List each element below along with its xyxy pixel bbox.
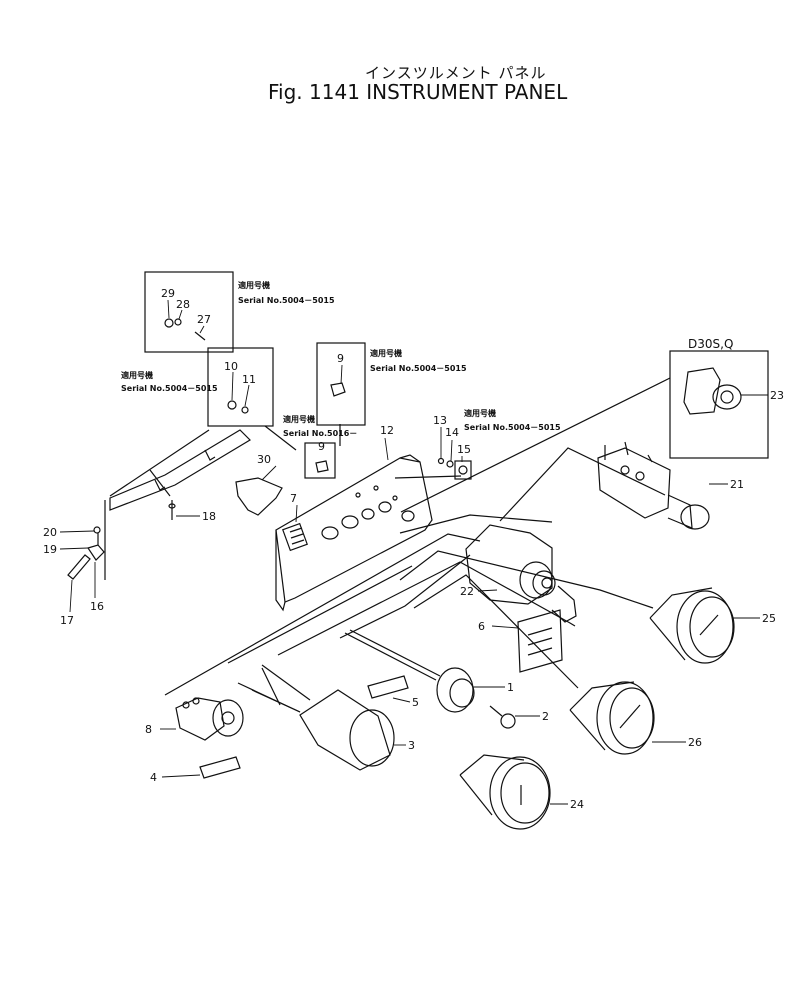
part-label-25: 25 (762, 612, 776, 625)
serial-note-1-jp: 適用号機 (238, 280, 270, 290)
part-label-20: 20 (43, 526, 57, 539)
part-label-12: 12 (380, 424, 394, 437)
gauge-24 (459, 754, 551, 830)
part-label-17: 17 (60, 614, 74, 627)
relay-21 (597, 447, 671, 519)
part-label-24: 24 (570, 798, 584, 811)
part-label-11: 11 (242, 373, 256, 386)
part-label-15: 15 (457, 443, 471, 456)
model-label: D30S,Q (688, 337, 733, 351)
part-label-5: 5 (412, 696, 419, 709)
serial-note-1-serial: Serial No.5004－5015 (238, 296, 335, 305)
serial-note-4: 適用号機 Serial No.5016－ (283, 414, 357, 438)
part-label-4: 4 (150, 771, 157, 784)
serial-note-2: 適用号機 Serial No.5004－5015 (121, 370, 218, 393)
part-label-16: 16 (90, 600, 104, 613)
part-label-21: 21 (730, 478, 744, 491)
serial-note-3-jp: 適用号機 (370, 348, 402, 358)
part-label-10: 10 (224, 360, 238, 373)
part-label-8: 8 (145, 723, 152, 736)
serial-note-5-serial: Serial No.5004－5015 (464, 423, 561, 432)
part-label-1: 1 (507, 681, 514, 694)
part-label-7: 7 (290, 492, 297, 505)
inset-box-10-11 (207, 347, 274, 427)
inset-box-9 (316, 342, 366, 426)
part-label-19: 19 (43, 543, 57, 556)
cover-30 (235, 477, 283, 516)
part-label-13: 13 (433, 414, 447, 427)
part-label-9b: 9 (318, 440, 325, 453)
key-switch-22 (465, 524, 553, 605)
serial-note-3: 適用号機 Serial No.5004－5015 (370, 348, 467, 373)
inset-box-23 (669, 350, 769, 459)
gauge-25 (649, 587, 735, 664)
part-label-27: 27 (197, 313, 211, 326)
part-label-14: 14 (445, 426, 459, 439)
serial-note-4-serial: Serial No.5016－ (283, 429, 357, 438)
part-label-23: 23 (770, 389, 784, 402)
serial-note-1: 適用号機 Serial No.5004－5015 (238, 280, 335, 305)
part-label-18: 18 (202, 510, 216, 523)
part-label-6: 6 (478, 620, 485, 633)
inset-box-27-29 (144, 271, 234, 353)
part-label-9a: 9 (337, 352, 344, 365)
figure-title: Fig. 1141 INSTRUMENT PANEL (268, 80, 568, 104)
part-label-29: 29 (161, 287, 175, 300)
serial-note-5-jp: 適用号機 (464, 408, 496, 418)
serial-note-2-jp: 適用号機 (121, 370, 153, 380)
part-label-30: 30 (257, 453, 271, 466)
part-label-28: 28 (176, 298, 190, 311)
instrument-panel-plate (275, 457, 433, 603)
serial-note-2-serial: Serial No.5004－5015 (121, 384, 218, 393)
part-label-2: 2 (542, 710, 549, 723)
serial-note-3-serial: Serial No.5004－5015 (370, 364, 467, 373)
inset-box-9-small (304, 442, 336, 479)
serial-note-5: 適用号機 Serial No.5004－5015 (464, 408, 561, 432)
gauge-26 (569, 681, 655, 755)
title-japanese: インスツルメント パネル (365, 64, 547, 82)
cylinder-3 (299, 689, 391, 771)
part-label-26: 26 (688, 736, 702, 749)
part-label-22: 22 (460, 585, 474, 598)
serial-note-4-jp: 適用号機 (283, 414, 315, 424)
part-label-3: 3 (408, 739, 415, 752)
